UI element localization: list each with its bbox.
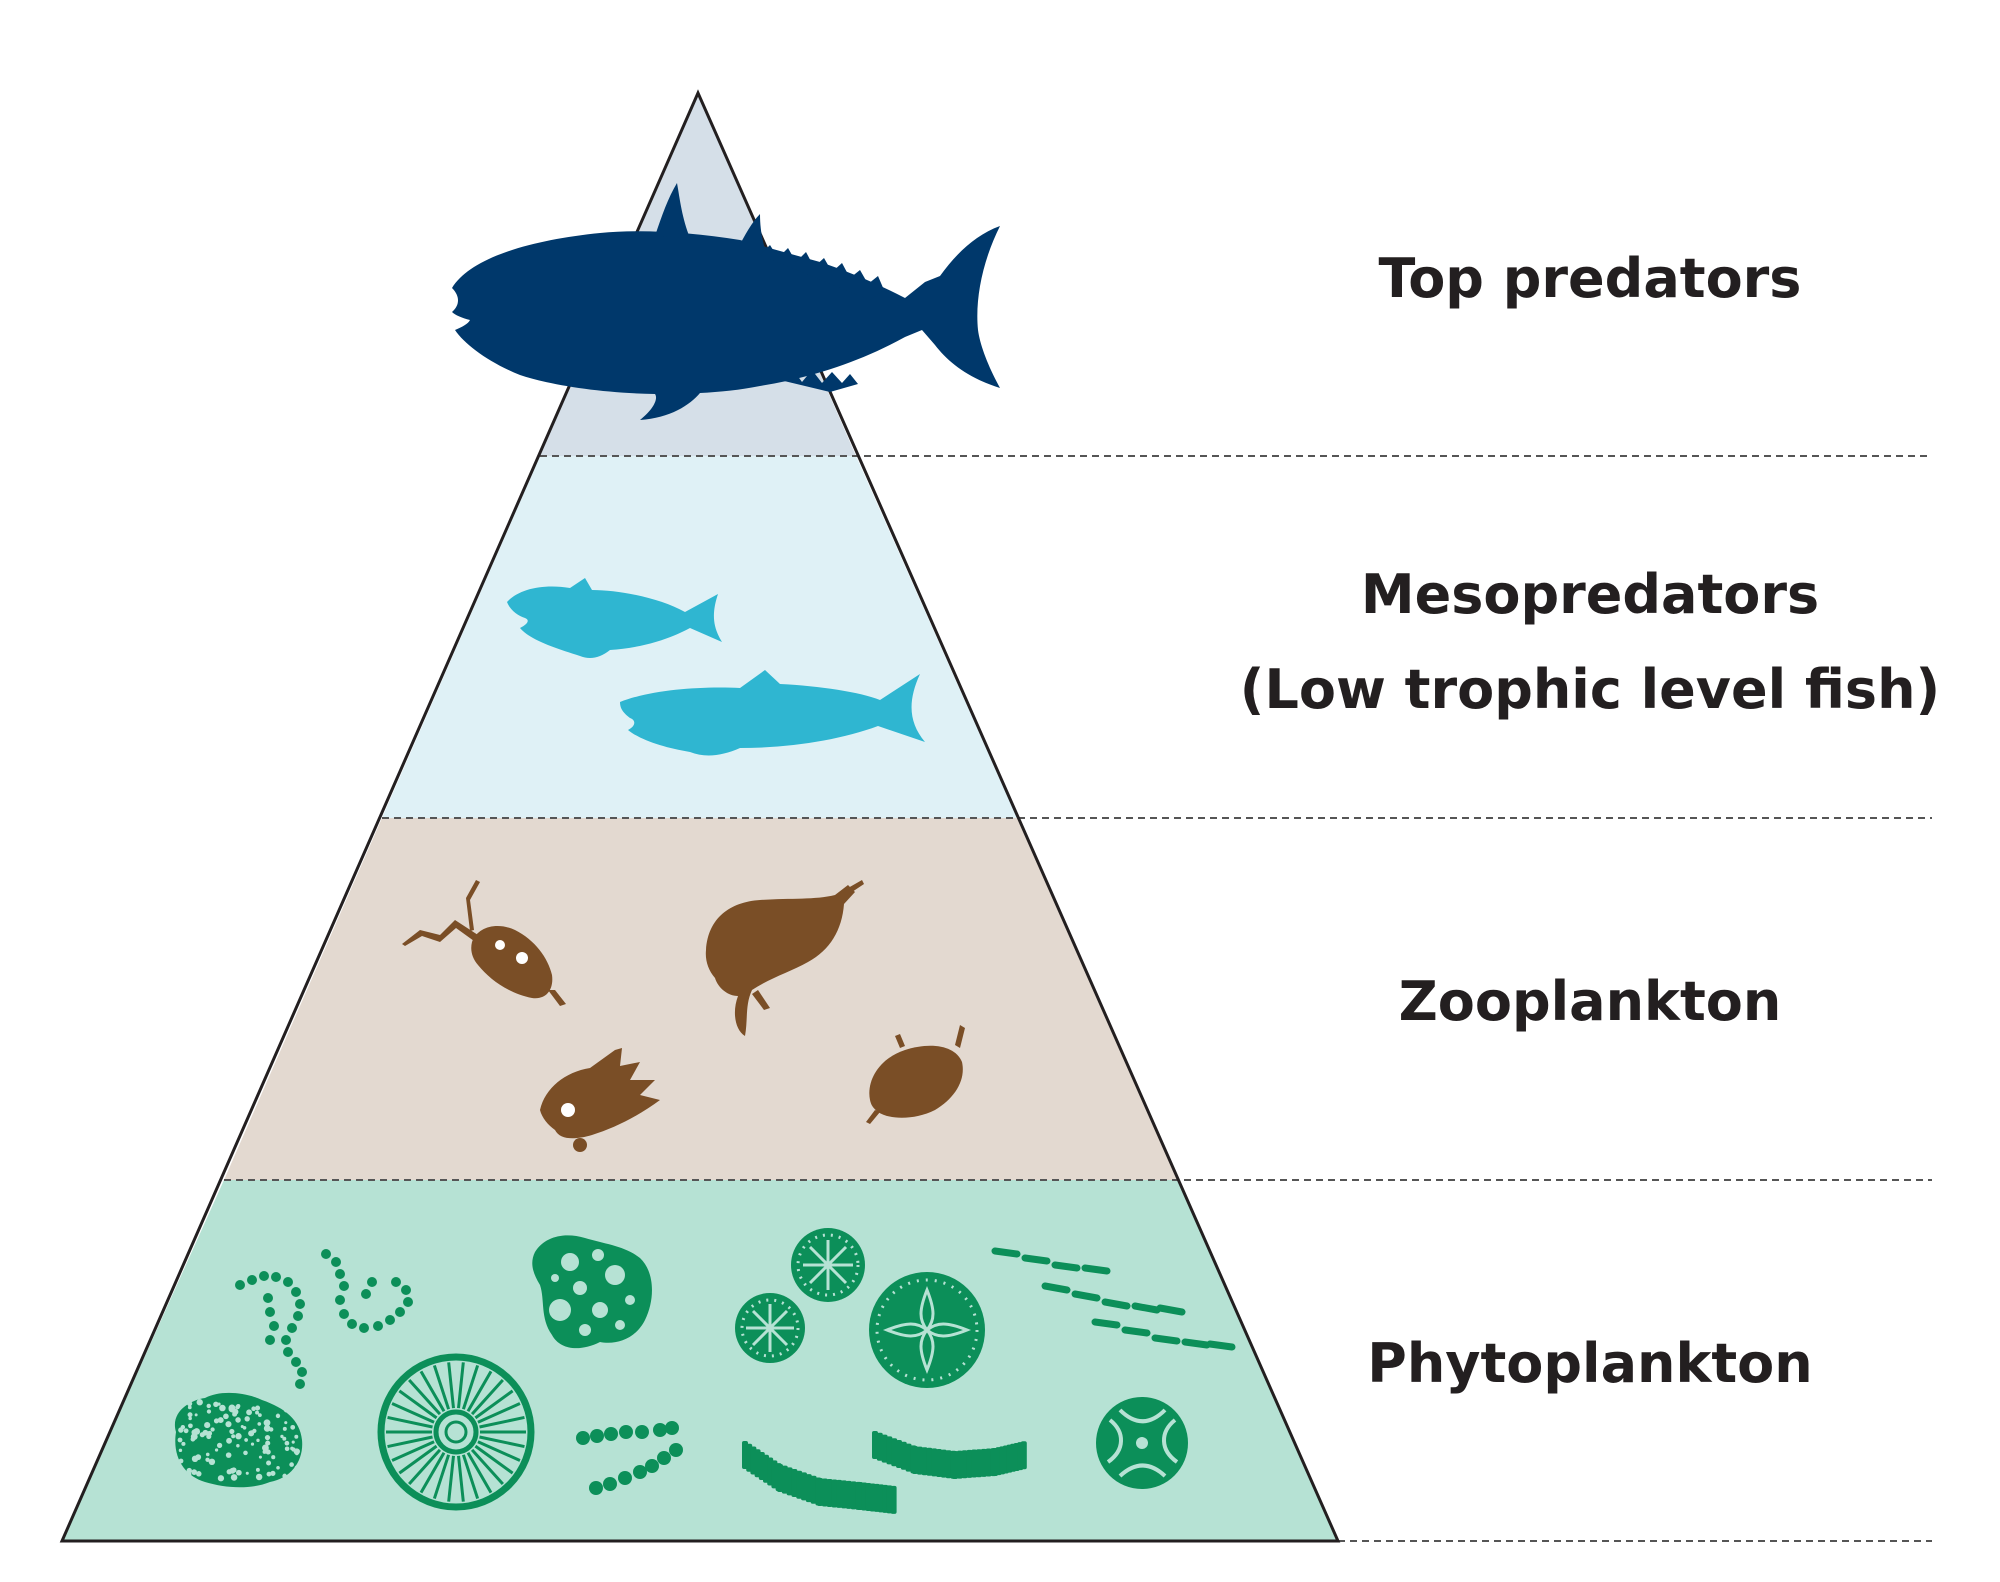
dinoflagellate-icon — [174, 1392, 303, 1488]
diatom-icon — [869, 1272, 985, 1388]
level-label-phytoplankton: Phytoplankton — [1210, 1317, 1970, 1412]
pyramid-outline — [59, 89, 1341, 1543]
larva-icon — [540, 1048, 660, 1152]
level-band-zooplankton — [224, 818, 1179, 1180]
diatom-icon — [377, 1353, 535, 1511]
copepod-icon — [866, 1025, 965, 1124]
algae-chain-icon — [235, 1271, 307, 1389]
level-name: Top predators — [1378, 247, 1802, 310]
dinoflagellate-icon — [532, 1235, 652, 1349]
algae-chain-icon — [742, 1441, 897, 1514]
level-name: Phytoplankton — [1367, 1332, 1813, 1395]
diatom-icon — [1096, 1397, 1188, 1489]
level-name: Mesopredators — [1360, 563, 1820, 626]
algae-chain-icon — [991, 1247, 1236, 1351]
tuna-icon — [452, 183, 1000, 420]
copepod-icon — [402, 880, 566, 1006]
level-name: Zooplankton — [1398, 970, 1782, 1033]
diatom-icon — [791, 1228, 865, 1302]
diatom-icon — [735, 1293, 805, 1363]
level-label-zooplankton: Zooplankton — [1210, 955, 1970, 1050]
krill-icon — [705, 880, 864, 1036]
algae-chain-icon — [321, 1249, 413, 1333]
algae-chain-icon — [576, 1421, 683, 1495]
small-fish-icon — [507, 578, 722, 658]
level-subtitle: (Low trophic level fish) — [1239, 657, 1941, 721]
level-band-mesopredators — [382, 456, 1017, 818]
level-label-top-predators: Top predators — [1210, 232, 1970, 327]
algae-chain-icon — [872, 1431, 1027, 1479]
small-fish-icon — [620, 670, 925, 756]
level-label-mesopredators: Mesopredators (Low trophic level fish) — [1210, 548, 1970, 737]
